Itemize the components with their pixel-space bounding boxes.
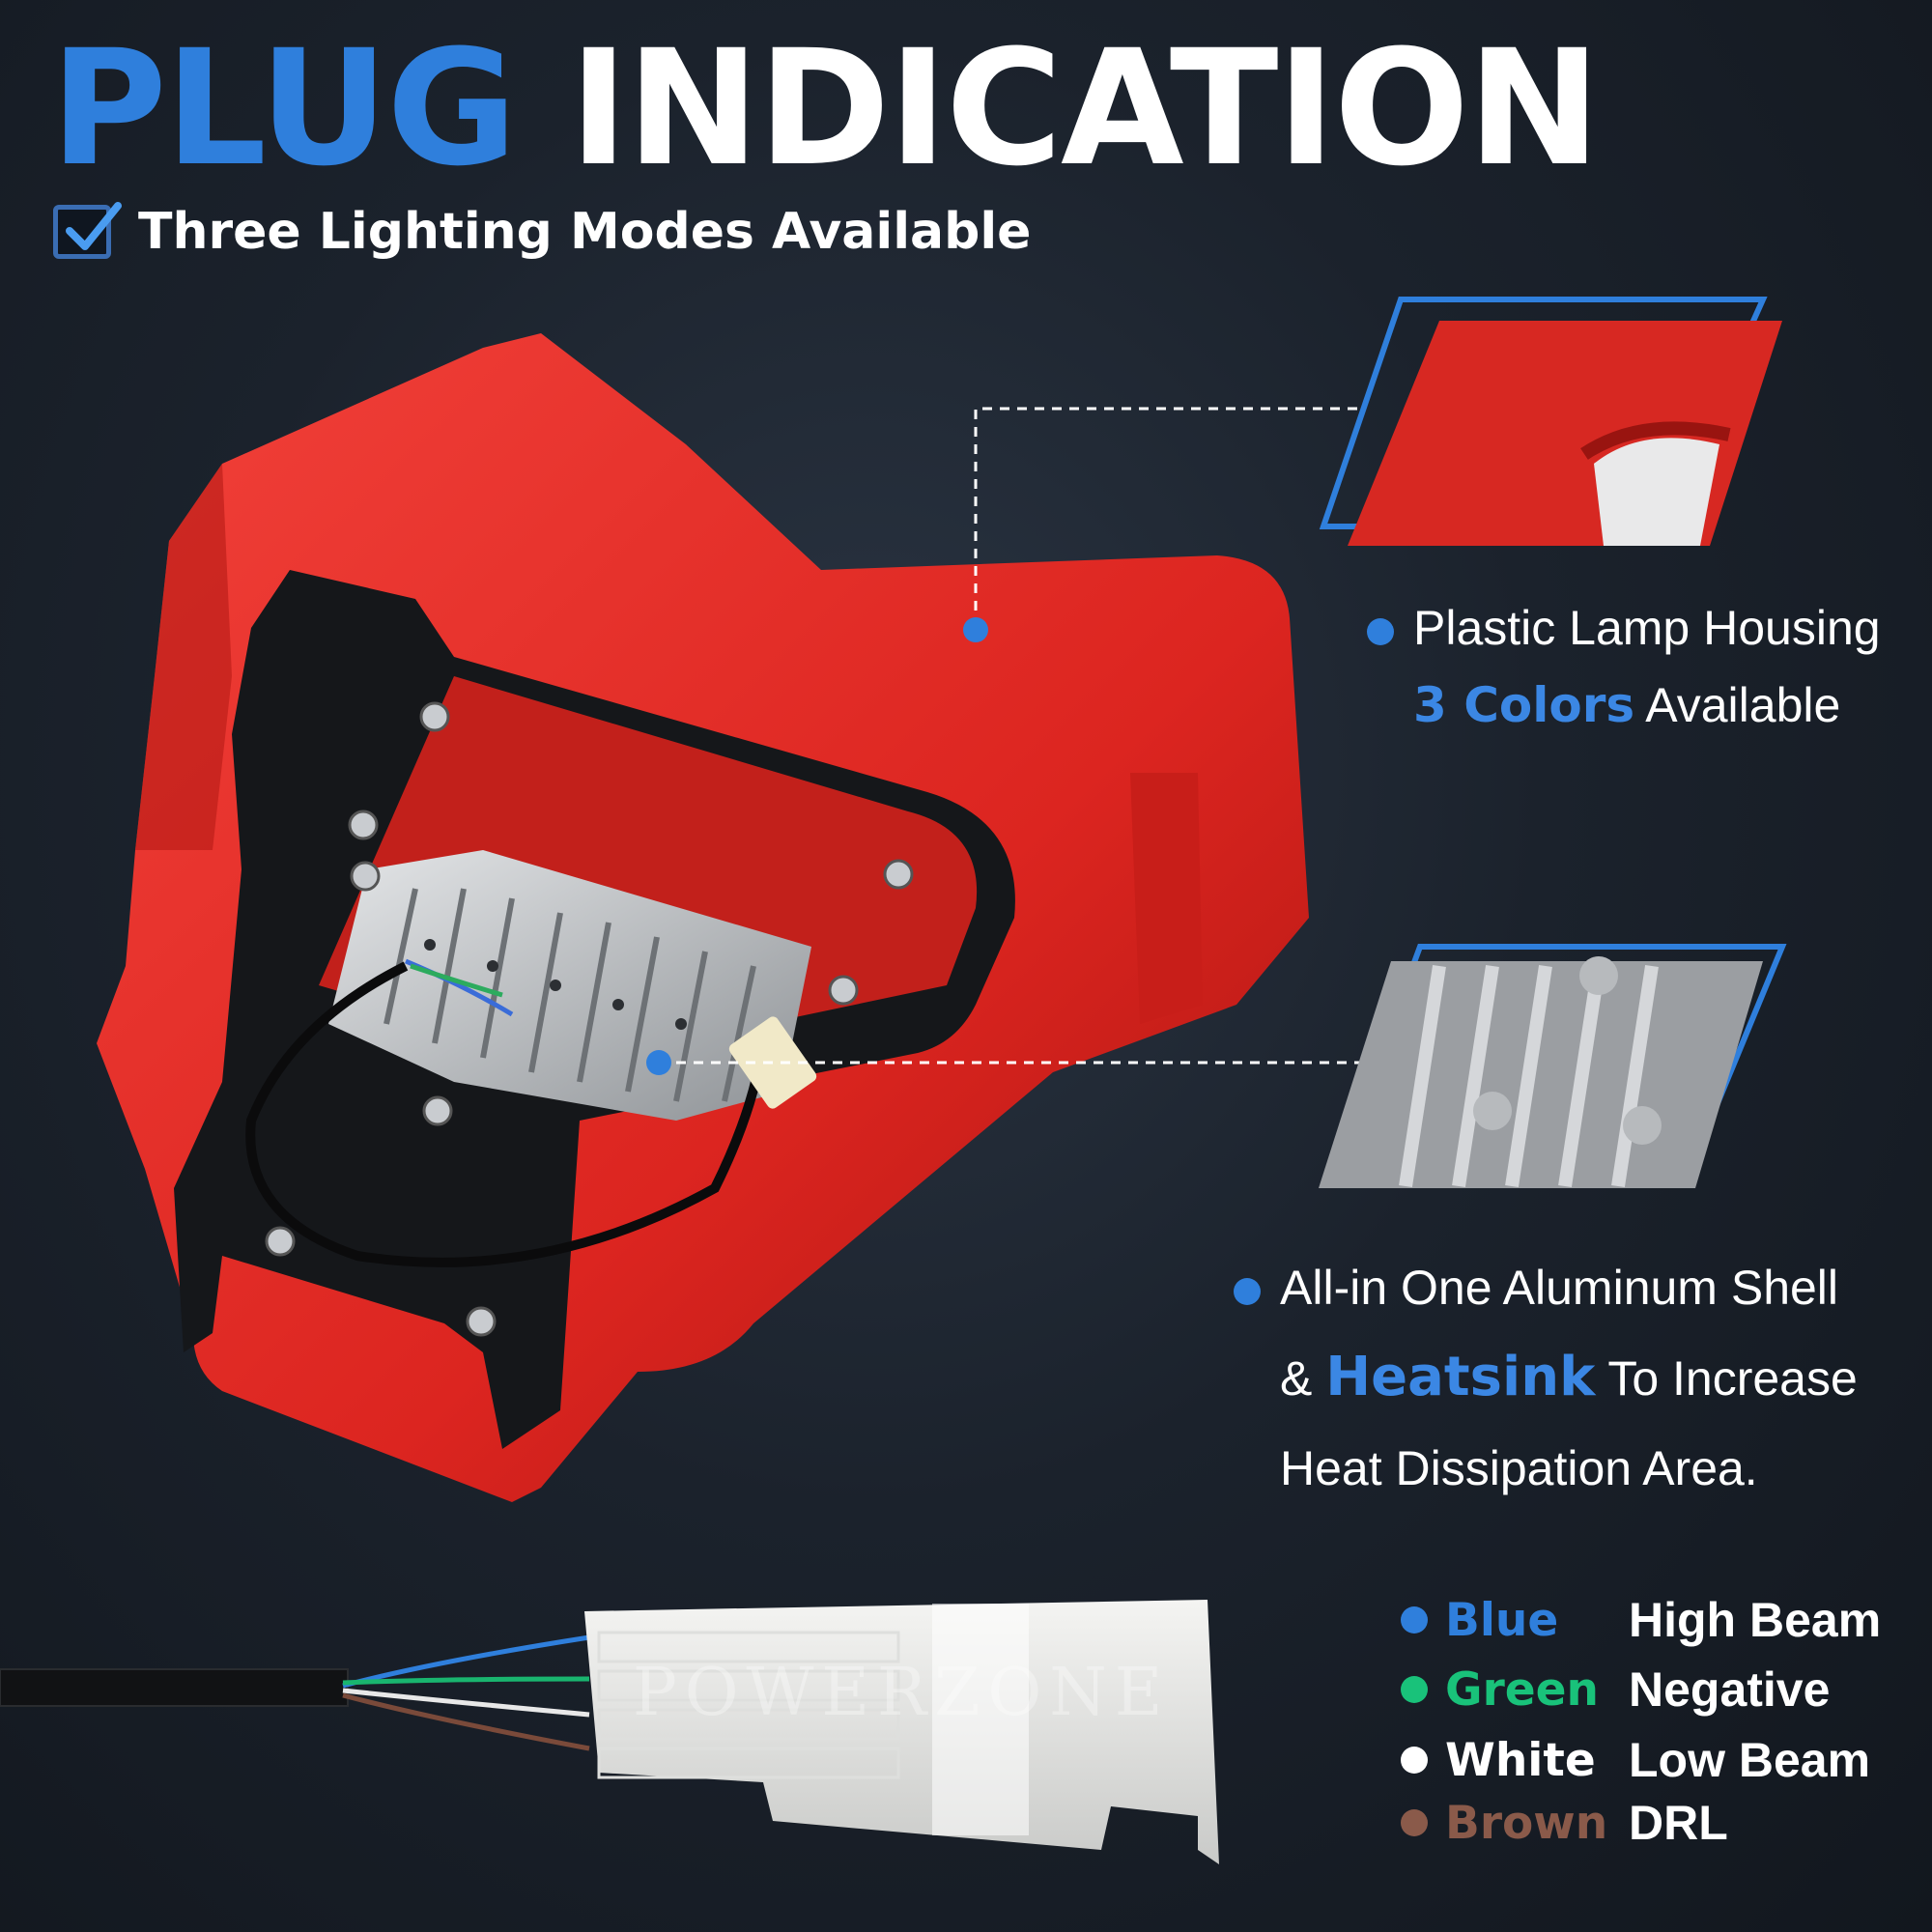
legend-dot bbox=[1401, 1676, 1428, 1703]
title-word-plug: PLUG bbox=[50, 15, 518, 201]
heatsink-closeup-inset bbox=[1319, 944, 1787, 1188]
legend-row-green: Green Negative bbox=[1401, 1662, 1830, 1718]
heatsink-callout-line2: & Heatsink To Increase bbox=[1280, 1346, 1858, 1408]
bullet-dot bbox=[1234, 1277, 1261, 1305]
legend-dot bbox=[1401, 1606, 1428, 1634]
legend-dot bbox=[1401, 1747, 1428, 1774]
heatsink-highlight: Heatsink bbox=[1325, 1346, 1596, 1408]
aluminum-heatsink bbox=[328, 850, 811, 1121]
heatsink-callout-line1: All-in One Aluminum Shell bbox=[1234, 1259, 1838, 1317]
screws bbox=[265, 701, 914, 1337]
bullet-dot bbox=[1367, 617, 1394, 645]
connector-watermark: POWERZONE bbox=[633, 1655, 1170, 1731]
housing-callout-dot bbox=[963, 617, 988, 642]
housing-closeup-inset bbox=[1319, 297, 1782, 546]
wire-harness-connector: POWERZONE bbox=[0, 1600, 1219, 1864]
heatsink-callout-line3: Heat Dissipation Area. bbox=[1280, 1441, 1758, 1495]
housing-callout-line1: Plastic Lamp Housing bbox=[1367, 599, 1881, 657]
housing-callout-line2: 3 Colors Available bbox=[1413, 677, 1841, 733]
page-title: PLUG INDICATION bbox=[50, 29, 1601, 188]
subtitle: Three Lighting Modes Available bbox=[53, 202, 1032, 261]
legend-row-brown: Brown DRL bbox=[1401, 1795, 1728, 1851]
callout-leaders bbox=[646, 407, 1362, 1075]
legend-row-white: White Low Beam bbox=[1401, 1732, 1870, 1788]
lamp-wires bbox=[245, 958, 768, 1267]
legend-dot bbox=[1401, 1809, 1428, 1836]
colors-highlight: 3 Colors bbox=[1413, 677, 1635, 733]
checkbox-icon bbox=[53, 202, 122, 259]
subtitle-text: Three Lighting Modes Available bbox=[138, 203, 1032, 261]
title-word-indication: INDICATION bbox=[569, 15, 1601, 201]
heatsink-callout-dot bbox=[646, 1050, 671, 1075]
legend-row-blue: Blue High Beam bbox=[1401, 1592, 1881, 1648]
